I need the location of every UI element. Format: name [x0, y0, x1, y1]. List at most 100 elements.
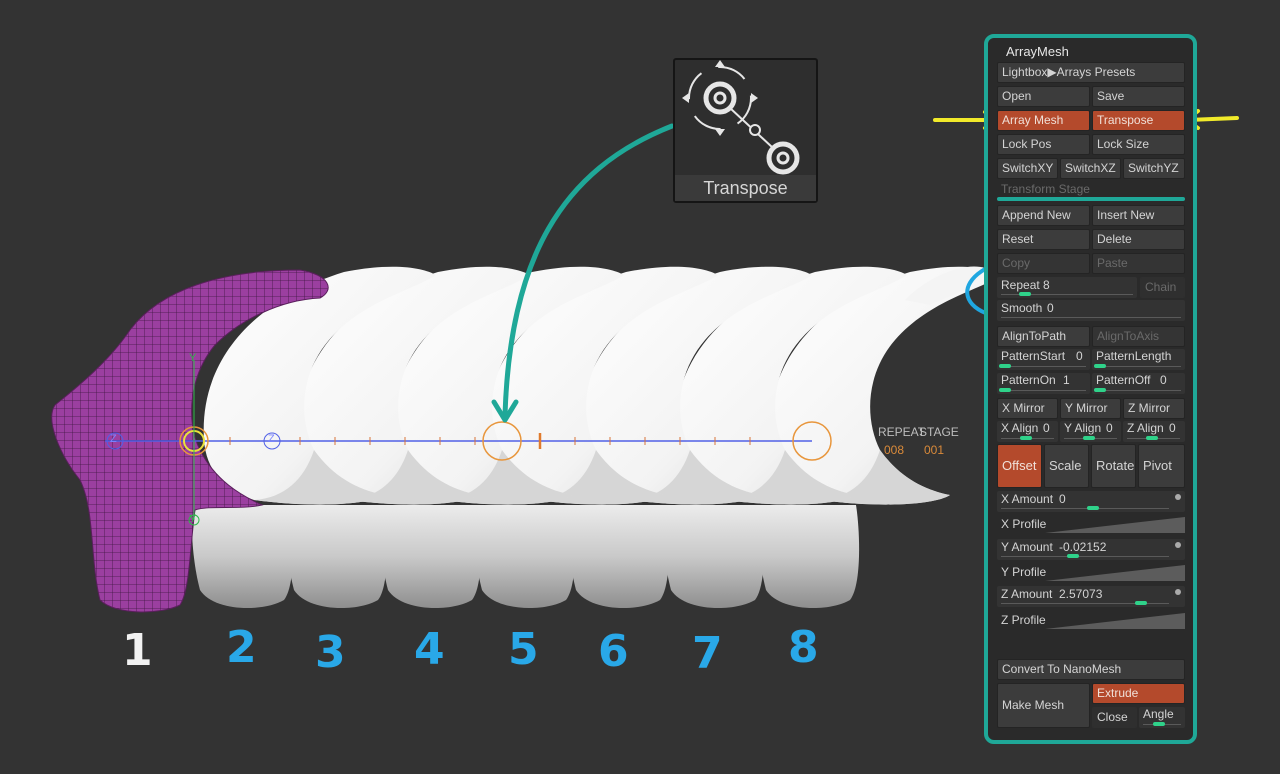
segment-number-8: 8 [788, 622, 819, 673]
z-align-value: 0 [1169, 421, 1176, 435]
y-profile-curve[interactable] [1045, 565, 1185, 581]
align-to-axis-button[interactable]: AlignToAxis [1092, 326, 1185, 347]
pattern-off-slider[interactable]: PatternOff 0 [1092, 373, 1185, 394]
lock-size-button[interactable]: Lock Size [1092, 134, 1185, 155]
z-align-slider[interactable]: Z Align 0 [1123, 421, 1185, 442]
repeat-knob[interactable] [1019, 292, 1031, 296]
pattern-start-slider[interactable]: PatternStart 0 [997, 349, 1090, 370]
transpose-button[interactable]: Transpose [1092, 110, 1185, 131]
z-mirror-button[interactable]: Z Mirror [1123, 398, 1185, 419]
insert-new-button[interactable]: Insert New [1092, 205, 1185, 226]
y-amount-label: Y Amount [1001, 540, 1053, 554]
z-amount-label: Z Amount [1001, 587, 1053, 601]
transpose-callout-title: Transpose [675, 175, 816, 201]
z-amount-knob[interactable] [1135, 601, 1147, 605]
z-amount-slider[interactable]: Z Amount 2.57073 [997, 586, 1185, 607]
convert-to-nanomesh-button[interactable]: Convert To NanoMesh [997, 659, 1185, 680]
x-align-knob[interactable] [1020, 436, 1032, 440]
segment-number-6: 6 [598, 626, 629, 677]
switch-yz-button[interactable]: SwitchYZ [1123, 158, 1185, 179]
repeat-label: Repeat [1001, 278, 1040, 292]
chain-button[interactable]: Chain [1140, 277, 1185, 298]
copy-button[interactable]: Copy [997, 253, 1090, 274]
axis-label-z-mid: Z [268, 433, 275, 445]
tab-scale[interactable]: Scale [1044, 444, 1089, 488]
y-amount-knob[interactable] [1067, 554, 1079, 558]
z-amount-reset-dot[interactable] [1175, 589, 1181, 595]
z-align-label: Z Align [1127, 421, 1164, 435]
extrude-button[interactable]: Extrude [1092, 683, 1185, 704]
angle-slider[interactable]: Angle [1139, 707, 1185, 728]
save-button[interactable]: Save [1092, 86, 1185, 107]
transpose-callout: Transpose [673, 58, 818, 203]
append-new-button[interactable]: Append New [997, 205, 1090, 226]
y-amount-track [1001, 556, 1169, 557]
stage-label: STAGE [919, 425, 959, 439]
switch-xz-button[interactable]: SwitchXZ [1060, 158, 1121, 179]
z-profile-label: Z Profile [1001, 613, 1046, 627]
z-amount-value: 2.57073 [1059, 587, 1103, 601]
pattern-start-knob[interactable] [999, 364, 1011, 368]
reset-button[interactable]: Reset [997, 229, 1090, 250]
pattern-on-label: PatternOn [1001, 373, 1056, 387]
stage-value: 001 [924, 443, 945, 457]
z-profile-curve[interactable] [1045, 613, 1185, 629]
open-button[interactable]: Open [997, 86, 1090, 107]
pattern-off-knob[interactable] [1094, 388, 1106, 392]
axis-label-y-bottom: Y [189, 513, 197, 525]
pattern-on-knob[interactable] [999, 388, 1011, 392]
y-amount-slider[interactable]: Y Amount -0.02152 [997, 539, 1185, 560]
x-amount-label: X Amount [1001, 492, 1054, 506]
lightbox-arrays-presets-button[interactable]: Lightbox▶Arrays Presets [997, 62, 1185, 83]
close-button[interactable]: Close [1092, 707, 1137, 728]
paste-button[interactable]: Paste [1092, 253, 1185, 274]
x-amount-reset-dot[interactable] [1175, 494, 1181, 500]
pattern-length-track [1096, 366, 1181, 367]
y-align-slider[interactable]: Y Align 0 [1060, 421, 1121, 442]
pattern-off-label: PatternOff [1096, 373, 1151, 387]
repeat-track [1001, 294, 1133, 295]
y-align-knob[interactable] [1083, 436, 1095, 440]
smooth-label: Smooth [1001, 301, 1043, 315]
pattern-on-value: 1 [1063, 373, 1070, 387]
z-align-knob[interactable] [1146, 436, 1158, 440]
x-profile-curve[interactable] [1045, 517, 1185, 533]
tab-pivot[interactable]: Pivot [1138, 444, 1185, 488]
array-mesh-button[interactable]: Array Mesh [997, 110, 1090, 131]
y-amount-value: -0.02152 [1059, 540, 1107, 554]
switch-xy-button[interactable]: SwitchXY [997, 158, 1058, 179]
x-amount-knob[interactable] [1087, 506, 1099, 510]
delete-button[interactable]: Delete [1092, 229, 1185, 250]
repeat-value: 008 [884, 443, 905, 457]
repeat-slider[interactable]: Repeat 8 [997, 277, 1137, 298]
x-mirror-button[interactable]: X Mirror [997, 398, 1058, 419]
x-amount-slider[interactable]: X Amount 0 [997, 491, 1185, 512]
pattern-start-label: PatternStart [1001, 349, 1066, 363]
pattern-start-value: 0 [1076, 349, 1083, 363]
tab-rotate[interactable]: Rotate [1091, 444, 1136, 488]
axis-label-y-top: Y [189, 352, 197, 364]
z-amount-track [1001, 603, 1169, 604]
pattern-length-knob[interactable] [1094, 364, 1106, 368]
pattern-on-slider[interactable]: PatternOn 1 [997, 373, 1090, 394]
x-align-slider[interactable]: X Align 0 [997, 421, 1058, 442]
lock-pos-button[interactable]: Lock Pos [997, 134, 1090, 155]
arraymesh-panel: ArrayMesh Lightbox▶Arrays Presets Open S… [984, 34, 1197, 744]
segment-number-7: 7 [692, 628, 723, 679]
x-profile-label: X Profile [1001, 517, 1047, 531]
axis-label-z-left: Z [110, 433, 117, 445]
transform-stage-label: Transform Stage [1001, 182, 1090, 196]
transform-stage-slider[interactable] [997, 197, 1185, 201]
segment-number-3: 3 [315, 627, 346, 678]
tab-offset[interactable]: Offset [997, 444, 1042, 488]
y-amount-reset-dot[interactable] [1175, 542, 1181, 548]
make-mesh-button[interactable]: Make Mesh [997, 683, 1090, 728]
pattern-start-track [1001, 366, 1086, 367]
smooth-slider[interactable]: Smooth 0 [997, 300, 1185, 321]
align-to-path-button[interactable]: AlignToPath [997, 326, 1090, 347]
pattern-length-slider[interactable]: PatternLength [1092, 349, 1185, 370]
y-mirror-button[interactable]: Y Mirror [1060, 398, 1121, 419]
angle-knob[interactable] [1153, 722, 1165, 726]
panel-title: ArrayMesh [1006, 44, 1069, 59]
